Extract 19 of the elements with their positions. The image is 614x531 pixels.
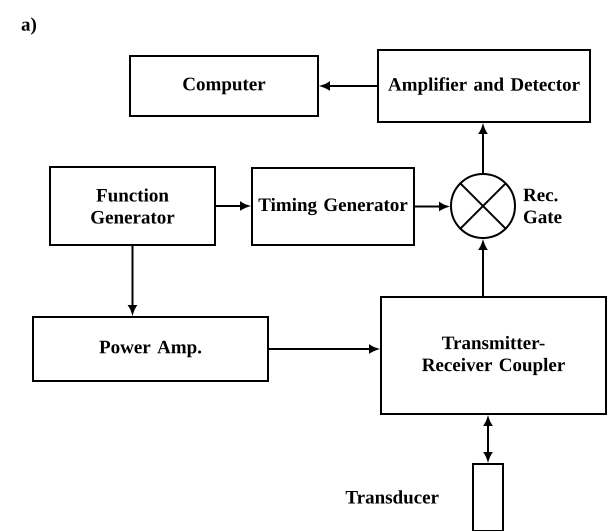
panel-label: a) [22,17,36,35]
arrow [478,125,488,173]
node-caption: Rec. Gate [523,188,562,224]
arrow [321,82,377,90]
arrow [478,241,488,296]
process-box: Function Generator [49,166,216,246]
node-caption: Transducer [346,490,439,504]
process-box: Timing Generator [251,167,415,246]
process-box: Transmitter- Receiver Coupler [380,296,607,415]
arrow [216,202,249,210]
arrow [415,202,448,211]
process-box: Amplifier and Detector [377,49,591,123]
process-box: Computer [129,55,319,117]
transducer-box [472,463,504,531]
arrow [484,417,492,461]
mixer-symbol [450,173,516,239]
arrow [269,344,378,354]
arrow [128,246,137,314]
process-box: Power Amp. [32,316,269,382]
